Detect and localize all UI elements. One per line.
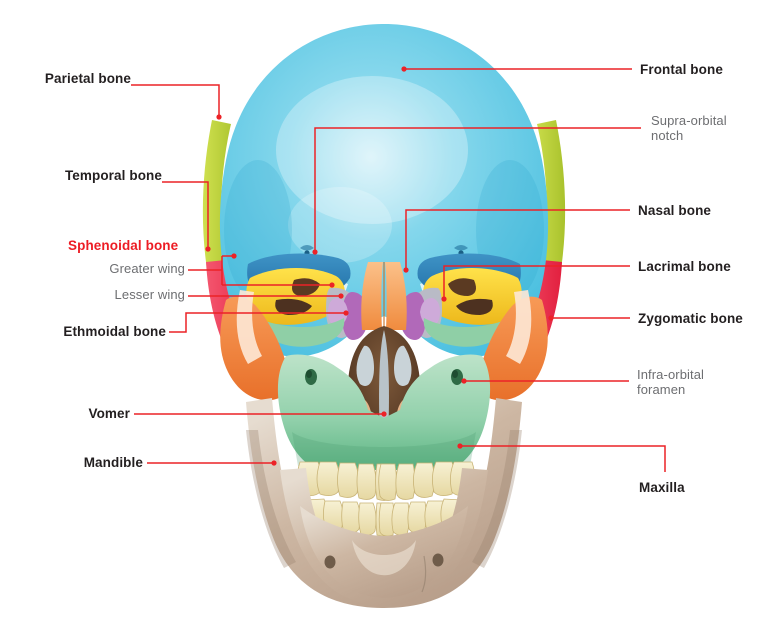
infra-orbital-foramen-right-hi xyxy=(452,370,458,378)
inferior-orbital-fissure-left xyxy=(275,298,312,315)
dot-frontal-bone xyxy=(401,66,407,72)
leader-maxilla xyxy=(462,445,666,472)
orbital-rim-right xyxy=(506,290,532,364)
nasal-bone-left xyxy=(361,262,383,330)
dot-maxilla xyxy=(457,443,463,449)
dot-mandible xyxy=(271,460,277,466)
zygomatic-group xyxy=(220,290,548,401)
maxilla-group xyxy=(277,354,491,470)
label-supra-orbital-notch: Supra-orbital notch xyxy=(651,113,727,143)
dot-parietal-bone xyxy=(216,114,222,120)
middle-concha-left xyxy=(356,345,374,387)
label-frontal-bone: Frontal bone xyxy=(640,62,723,77)
frontal-highlight-2 xyxy=(288,187,392,263)
dot-lacrimal-bone xyxy=(441,296,447,302)
dot-ethmoidal-bone xyxy=(343,310,349,316)
label-ethmoidal-bone: Ethmoidal bone xyxy=(63,324,166,339)
mental-foramen-right xyxy=(432,553,444,567)
superior-orbital-fissure-left xyxy=(292,278,320,296)
frontal-highlight xyxy=(276,76,468,224)
middle-concha-right xyxy=(394,345,412,387)
label-lesser-wing: Lesser wing xyxy=(114,287,185,302)
nasal-septum-vomer xyxy=(379,330,389,440)
upper-teeth xyxy=(297,461,475,501)
superior-orbital-fissure-right xyxy=(448,278,476,296)
leader-lacrimal-bone xyxy=(443,265,630,297)
orbital-floor-right xyxy=(423,318,510,347)
leader-lines xyxy=(131,66,666,472)
maxilla xyxy=(277,354,491,470)
dot-infra-orbital-foramen xyxy=(461,378,467,384)
orbital-floor-left xyxy=(258,318,345,347)
label-lacrimal-bone: Lacrimal bone xyxy=(638,259,731,274)
label-zygomatic-bone: Zygomatic bone xyxy=(638,311,743,326)
orbital-rim-left xyxy=(236,290,262,364)
label-vomer: Vomer xyxy=(88,406,130,421)
label-sphenoidal-bone: Sphenoidal bone xyxy=(68,238,179,253)
greater-wing-right xyxy=(423,267,522,325)
leader-nasal-bone xyxy=(405,209,630,268)
infra-orbital-foramen-left-hi xyxy=(306,370,312,378)
dot-vomer xyxy=(381,411,387,417)
leader-parietal-bone xyxy=(131,84,220,115)
mandible-symphysis xyxy=(421,555,427,593)
dot-temporal-bone xyxy=(205,246,211,252)
dot-nasal-bone xyxy=(403,267,409,273)
leader-temporal-bone xyxy=(162,181,209,247)
nasal-bone-right xyxy=(385,262,407,330)
dot-greater-wing-lower xyxy=(329,282,335,288)
leader-supra-orbital-notch xyxy=(314,127,641,250)
label-parietal-bone: Parietal bone xyxy=(44,71,131,86)
mandible-ramus-shade-left xyxy=(246,430,296,568)
label-maxilla: Maxilla xyxy=(639,480,685,495)
supra-orbital-notch-left xyxy=(300,245,314,251)
maxilla-shading xyxy=(292,432,476,466)
supra-orbital-notch-right xyxy=(454,245,468,251)
label-nasal-bone: Nasal bone xyxy=(638,203,712,218)
label-infra-orbital-foramen: Infra-orbital foramen xyxy=(637,367,705,397)
mandible-ramus-shade-right xyxy=(472,430,522,568)
label-greater-wing: Greater wing xyxy=(109,261,185,276)
label-temporal-bone: Temporal bone xyxy=(64,168,162,183)
label-mandible: Mandible xyxy=(83,455,143,470)
mandible-group xyxy=(246,398,522,608)
mandible-highlight xyxy=(352,540,416,576)
leader-ethmoidal-bone xyxy=(169,312,344,333)
dot-supra-orbital-notch xyxy=(312,249,318,255)
mental-foramen-left xyxy=(324,555,336,569)
inferior-orbital-fissure-right xyxy=(456,298,493,315)
dot-zygomatic-bone xyxy=(548,315,554,321)
dot-lesser-wing xyxy=(338,293,344,299)
dot-greater-wing-upper xyxy=(231,253,237,259)
